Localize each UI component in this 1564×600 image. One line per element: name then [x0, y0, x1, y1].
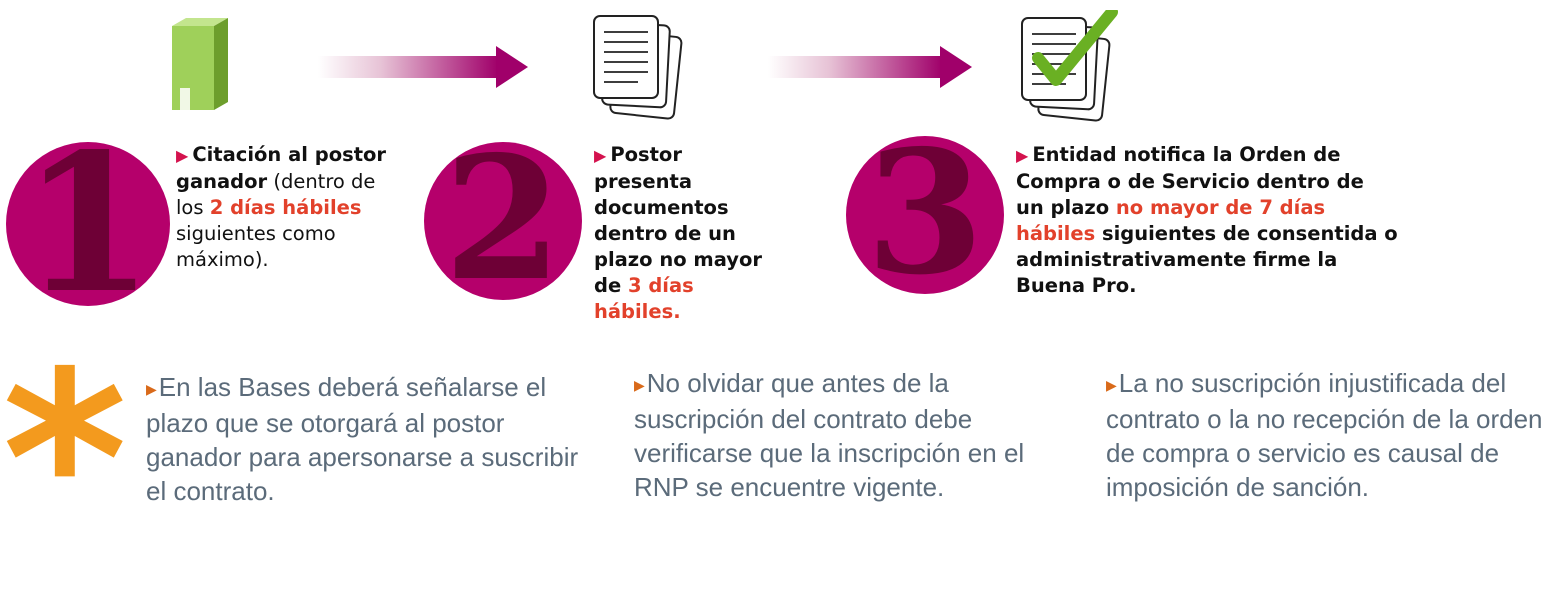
building-icon: [170, 18, 230, 112]
step-1-highlight: 2 días hábiles: [209, 196, 362, 219]
note-3-text: La no suscripción injustificada del cont…: [1106, 368, 1543, 502]
step-1-text: ▶Citación al postor ganador (dentro de l…: [176, 142, 396, 273]
step-1-bold: Citación al postor ganador: [176, 143, 387, 193]
documents-icon: [590, 14, 692, 120]
note-1-text: En las Bases deberá señalarse el plazo q…: [146, 372, 579, 506]
step-3-number: 3: [865, 136, 985, 294]
bullet-triangle-icon: ▶: [594, 146, 607, 165]
flow-arrow-2: [768, 44, 972, 94]
bullet-triangle-icon: ▶: [146, 381, 157, 397]
approved-documents-icon: [1012, 6, 1120, 122]
step-2-circle: 2: [424, 142, 582, 300]
step-2-highlight: 3 días hábiles.: [594, 274, 694, 323]
step-1-pre: (dentro de los: [176, 170, 376, 219]
step-2-text: ▶Postor presenta documentos dentro de un…: [594, 142, 776, 325]
step-3-circle: 3: [846, 136, 1004, 294]
step-3-text: ▶Entidad notifica la Orden de Compra o d…: [1016, 142, 1398, 299]
bullet-triangle-icon: ▶: [176, 146, 189, 165]
note-1: ▶En las Bases deberá señalarse el plazo …: [146, 370, 586, 508]
step-1-number: 1: [21, 142, 155, 306]
note-2: ▶No olvidar que antes de la suscripción …: [634, 366, 1054, 504]
step-3-bold-pre: Entidad notifica la Orden de Compra o de…: [1016, 143, 1364, 219]
step-2-number: 2: [443, 142, 563, 300]
bullet-triangle-icon: ▶: [634, 377, 645, 393]
step-1-circle: 1: [6, 142, 170, 306]
step-3-highlight: no mayor de 7 días hábiles: [1016, 196, 1326, 245]
step-2-bold: Postor presenta documentos dentro de un …: [594, 143, 763, 297]
note-2-text: No olvidar que antes de la suscripción d…: [634, 368, 1025, 502]
note-3: ▶La no suscripción injustificada del con…: [1106, 366, 1546, 504]
step-1-post: siguientes como máximo).: [176, 222, 336, 271]
bullet-triangle-icon: ▶: [1016, 146, 1029, 165]
bullet-triangle-icon: ▶: [1106, 377, 1117, 393]
flow-arrow-1: [318, 44, 528, 94]
step-3-bold-post: siguientes de consentida o administrativ…: [1016, 222, 1398, 297]
asterisk-icon: *: [2, 320, 128, 600]
